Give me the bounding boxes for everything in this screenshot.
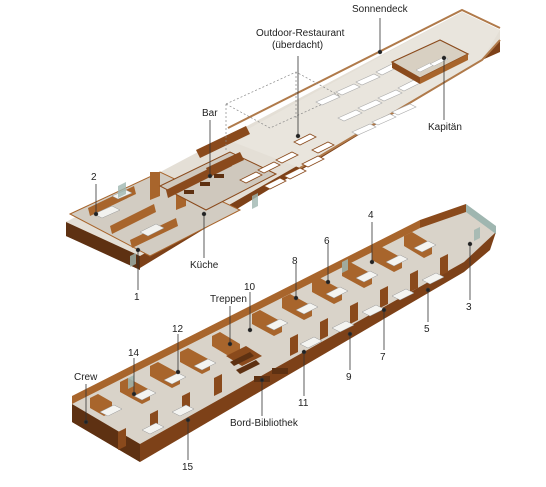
lower-deck: [72, 204, 496, 462]
cabin-number: 11: [298, 398, 309, 409]
cabin-number: 12: [172, 324, 184, 335]
cabin-number: 10: [244, 282, 256, 293]
cabin-number: 6: [324, 236, 330, 247]
lower-deck-back-wall: [72, 220, 420, 404]
label-treppen: Treppen: [210, 294, 247, 305]
stairs: [226, 346, 262, 374]
bow-glass: [466, 204, 496, 234]
label-bord-bibliothek: Bord-Bibliothek: [230, 418, 298, 429]
label-kueche: Küche: [190, 260, 219, 271]
cabin-number: 9: [346, 372, 352, 383]
restaurant-tables: [239, 133, 335, 190]
cabin-number: 4: [368, 210, 374, 221]
cabin-number: 1: [134, 292, 140, 303]
cabin-number: 14: [128, 348, 140, 359]
cabin-number: 2: [91, 172, 97, 183]
sun-loungers: [315, 63, 421, 136]
label-outdoor-restaurant-covered: (überdacht): [272, 40, 324, 51]
label-outdoor-restaurant: Outdoor-Restaurant: [256, 28, 345, 39]
cabin-number: 5: [424, 324, 430, 335]
cabin-number: 15: [182, 462, 194, 473]
cabin-number: 3: [466, 302, 472, 313]
upper-deck: [66, 8, 501, 270]
label-crew: Crew: [74, 372, 98, 383]
cabin-number: 7: [380, 352, 386, 363]
label-sonnendeck: Sonnendeck: [352, 4, 408, 15]
kitchen-block: [158, 151, 278, 211]
label-kapitaen: Kapitän: [428, 122, 462, 133]
leader-lines: [83, 18, 473, 460]
restaurant-awning: [225, 71, 341, 129]
upper-deck-railing: [227, 8, 501, 129]
cabin-beds: [99, 240, 445, 435]
cabin-number: 8: [292, 256, 298, 267]
label-bar: Bar: [202, 108, 218, 119]
upper-deck-hull-end: [66, 222, 140, 270]
